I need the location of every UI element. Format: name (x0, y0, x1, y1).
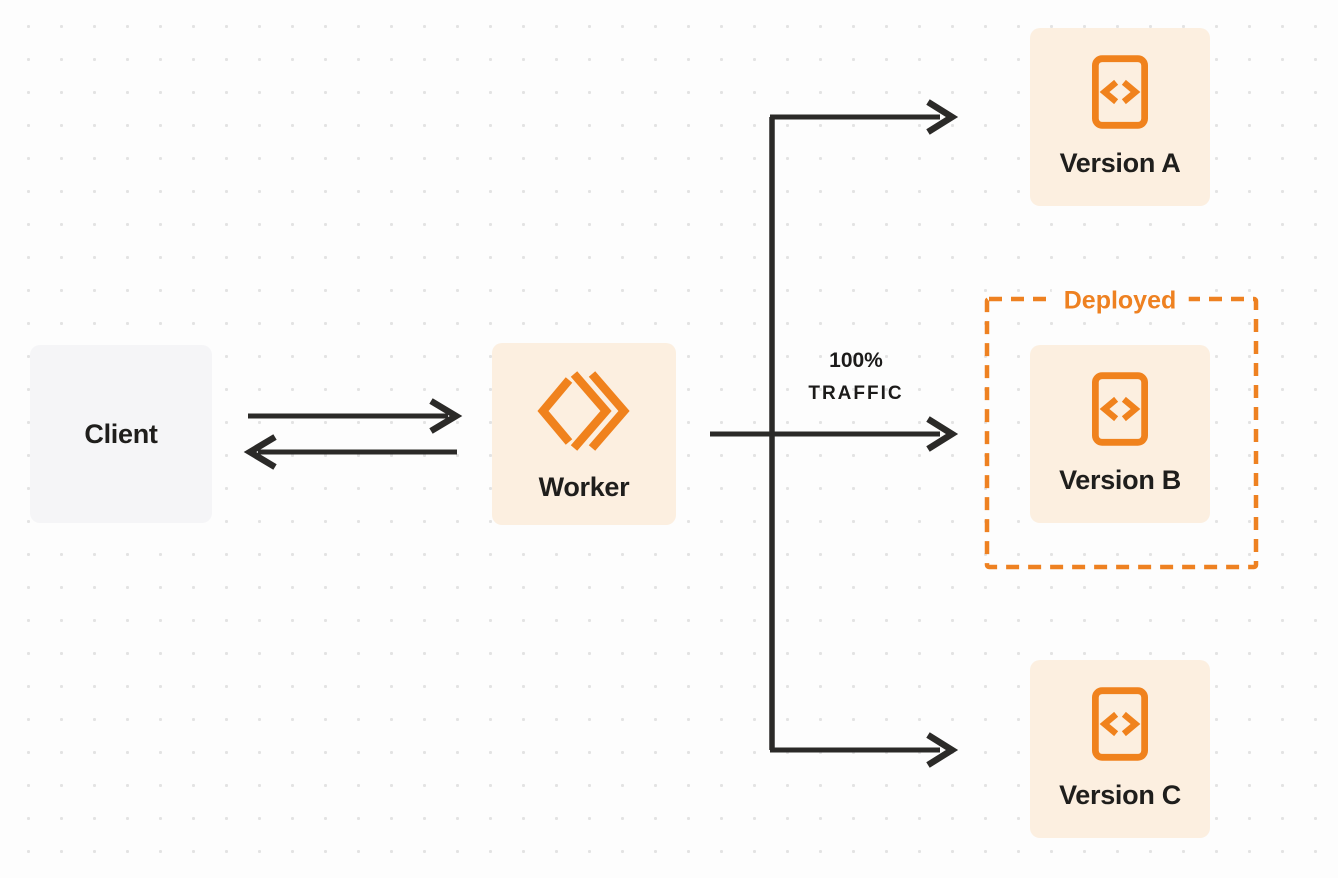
code-file-icon (1092, 687, 1148, 766)
version-a-label: Version A (1059, 148, 1181, 178)
node-worker[interactable]: Worker (492, 343, 676, 525)
code-file-icon (1092, 372, 1148, 451)
version-c-label: Version C (1059, 780, 1181, 810)
code-file-icon (1092, 55, 1148, 134)
workers-chevron-icon (537, 367, 630, 456)
traffic-word: TRAFFIC (808, 383, 904, 404)
node-version-b[interactable]: Version B (1030, 345, 1210, 523)
arrowhead-to-version-c (926, 732, 959, 768)
worker-label: Worker (538, 472, 630, 502)
node-client[interactable]: Client (30, 345, 212, 523)
arrow-worker-to-client (243, 434, 457, 470)
deployed-group-label: Deployed (1051, 286, 1189, 316)
arrow-client-to-worker (248, 398, 463, 434)
node-version-a[interactable]: Version A (1030, 28, 1210, 206)
traffic-percent: 100% (829, 349, 883, 372)
traffic-label: 100% TRAFFIC (796, 350, 916, 403)
node-version-c[interactable]: Version C (1030, 660, 1210, 838)
arrow-worker-to-versions (710, 114, 940, 753)
version-b-label: Version B (1059, 465, 1181, 495)
arrowhead-to-version-b (926, 416, 959, 452)
client-label: Client (84, 418, 158, 449)
arrowhead-to-version-a (926, 99, 959, 135)
